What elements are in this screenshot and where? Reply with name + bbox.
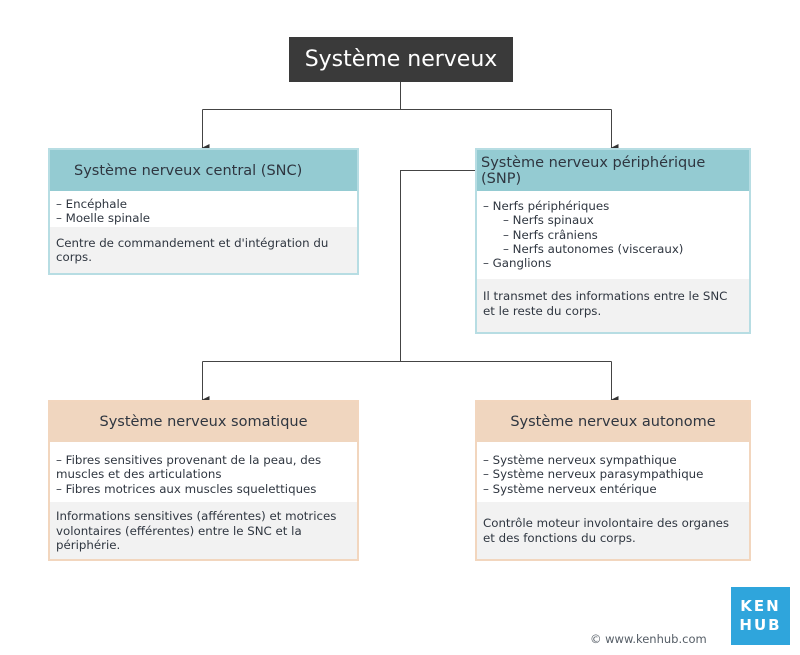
list-item: muscles et des articulations bbox=[56, 467, 222, 482]
somatic-title: Système nerveux somatique bbox=[99, 414, 308, 430]
autonomic-items: – Système nerveux sympathique – Système … bbox=[477, 442, 749, 496]
snc-description-panel: Centre de commandement et d'intégration … bbox=[50, 227, 357, 273]
list-item: – Moelle spinale bbox=[56, 211, 151, 226]
logo-line: KEN bbox=[740, 597, 781, 615]
list-item: – Fibres motrices aux muscles squelettiq… bbox=[56, 481, 317, 496]
somatic-description-line: périphérie. bbox=[56, 538, 121, 552]
snp-description-line: et le reste du corps. bbox=[483, 303, 602, 318]
list-item: – Fibres sensitives provenant de la peau… bbox=[56, 453, 322, 467]
somatic-description-line: volontaires (efférentes) entre le SNC et… bbox=[56, 523, 302, 538]
snc-header: Système nerveux central (SNC) bbox=[50, 150, 357, 191]
list-item: – Nerfs périphériques bbox=[483, 199, 610, 213]
snc-box: Système nerveux central (SNC) – Encéphal… bbox=[48, 148, 359, 275]
autonomic-description-line: et des fonctions du corps. bbox=[483, 530, 636, 545]
copyright-text: © www.kenhub.com bbox=[590, 632, 707, 646]
logo-line: HUB bbox=[739, 616, 782, 634]
list-item: – Encéphale bbox=[56, 197, 128, 211]
autonomic-description-line: Contrôle moteur involontaire des organes bbox=[483, 516, 730, 530]
snp-description-line: Il transmet des informations entre le SN… bbox=[483, 289, 728, 303]
snp-description-panel: Il transmet des informations entre le SN… bbox=[477, 279, 749, 332]
snp-title: Système nerveux périphérique (SNP) bbox=[481, 154, 706, 187]
autonomic-title: Système nerveux autonome bbox=[510, 414, 716, 430]
autonomic-box: Système nerveux autonome – Système nerve… bbox=[475, 400, 751, 561]
list-item: – Nerfs crâniens bbox=[503, 227, 598, 242]
somatic-items: – Fibres sensitives provenant de la peau… bbox=[50, 442, 357, 496]
list-item: – Système nerveux sympathique bbox=[483, 453, 677, 467]
kenhub-logo: KEN HUB bbox=[731, 587, 790, 645]
somatic-description-panel: Informations sensitives (afférentes) et … bbox=[50, 502, 357, 559]
autonomic-description-panel: Contrôle moteur involontaire des organes… bbox=[477, 502, 749, 559]
list-item: – Nerfs spinaux bbox=[503, 213, 594, 228]
snp-header: Système nerveux périphérique (SNP) bbox=[477, 150, 749, 191]
snc-title: Système nerveux central (SNC) bbox=[74, 162, 303, 179]
snp-items: – Nerfs périphériques – Nerfs spinaux – … bbox=[477, 191, 749, 270]
snc-description: Centre de commandement et d'intégration … bbox=[56, 235, 329, 265]
autonomic-header: Système nerveux autonome bbox=[477, 402, 749, 442]
somatic-header: Système nerveux somatique bbox=[50, 402, 357, 442]
list-item: – Ganglions bbox=[483, 256, 552, 271]
root-title: Système nerveux bbox=[304, 47, 498, 72]
snc-items: – Encéphale – Moelle spinale bbox=[50, 191, 357, 226]
snp-connector bbox=[202, 170, 612, 362]
list-item: – Nerfs autonomes (visceraux) bbox=[503, 241, 684, 256]
root-connector bbox=[202, 82, 612, 110]
somatic-description-line: Informations sensitives (afférentes) et … bbox=[56, 509, 337, 523]
somatic-box: Système nerveux somatique – Fibres sensi… bbox=[48, 400, 359, 561]
list-item: – Système nerveux entérique bbox=[483, 481, 657, 496]
list-item: – Système nerveux parasympathique bbox=[483, 467, 704, 482]
snp-box: Système nerveux périphérique (SNP) – Ner… bbox=[475, 148, 751, 334]
root-node: Système nerveux bbox=[289, 37, 513, 82]
